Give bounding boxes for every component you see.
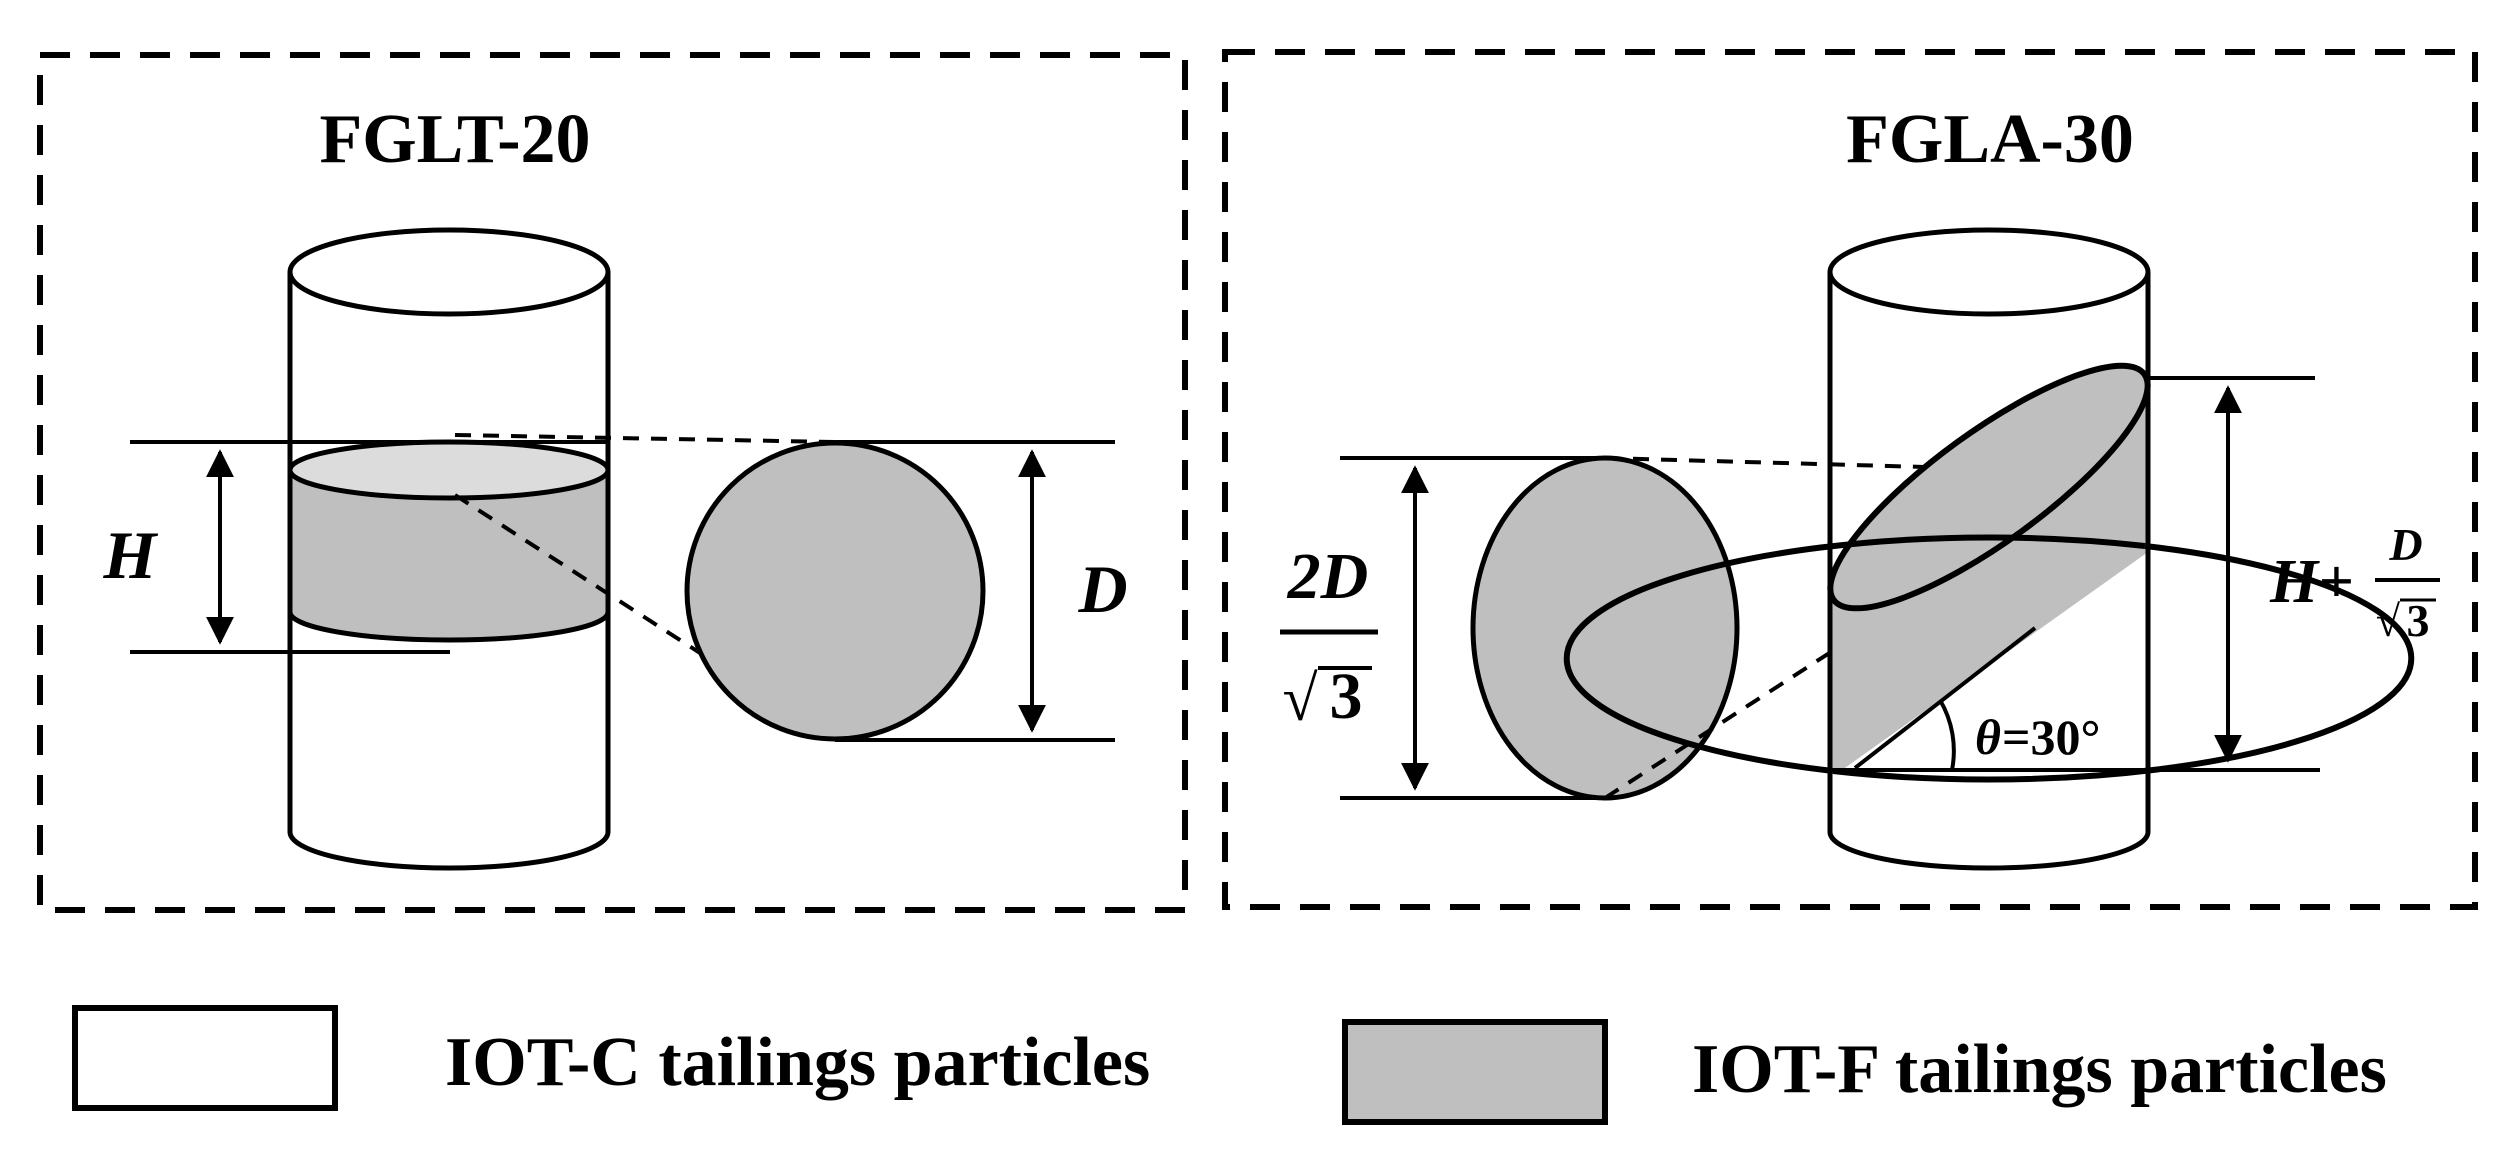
right-layer-bottom bbox=[1563, 534, 2146, 774]
right-layer-top bbox=[1827, 362, 2151, 612]
left-d-label: D bbox=[1077, 551, 1127, 627]
left-panel-frame bbox=[37, 52, 1188, 913]
left-cylinder-top bbox=[287, 227, 611, 317]
legend-swatch-white bbox=[72, 1005, 338, 1111]
right-left-dim-numerator: 2D bbox=[1287, 540, 1369, 613]
left-layer-top bbox=[287, 439, 611, 501]
right-right-dim-numerator: D bbox=[2388, 519, 2422, 570]
panel-fgla-30: FGLA-30 2D √ 3 bbox=[1222, 49, 2478, 910]
right-left-dimension: 2D √ 3 bbox=[1280, 456, 1605, 800]
legend-swatch-gray bbox=[1342, 1019, 1608, 1125]
left-cylinder bbox=[287, 227, 611, 871]
legend: IOT-C tailings particles IOT-F tailings … bbox=[72, 1005, 2387, 1125]
right-right-dim-root: √ bbox=[2376, 597, 2401, 646]
left-h-dimension: H bbox=[103, 440, 608, 654]
right-panel-title: FGLA-30 bbox=[1846, 101, 2134, 178]
legend-label-coarse: IOT-C tailings particles bbox=[445, 1024, 1150, 1101]
angle-annotation: θ =30° bbox=[1830, 626, 2320, 772]
right-right-dimension: H+ D √ 3 bbox=[2148, 376, 2440, 763]
left-h-label: H bbox=[103, 517, 159, 593]
right-cylinder bbox=[1563, 227, 2415, 871]
left-projection-top bbox=[454, 433, 836, 444]
legend-item-coarse: IOT-C tailings particles bbox=[72, 1005, 1150, 1111]
right-projection-top bbox=[1604, 456, 1961, 470]
right-left-dim-root: √ bbox=[1282, 663, 1318, 734]
legend-item-fine: IOT-F tailings particles bbox=[1342, 1019, 2387, 1125]
left-fine-layer bbox=[290, 470, 608, 640]
left-d-dimension: D bbox=[835, 440, 1128, 742]
right-panel-frame bbox=[1222, 49, 2478, 910]
left-cross-section bbox=[684, 440, 986, 742]
angle-value: =30° bbox=[2002, 709, 2101, 765]
right-right-dim-prefix: H+ bbox=[2269, 548, 2354, 616]
right-right-dim-denominator: 3 bbox=[2407, 595, 2430, 646]
left-panel-title: FGLT-20 bbox=[319, 101, 590, 178]
panel-fglt-20: FGLT-20 H bbox=[37, 52, 1188, 913]
right-left-dim-denominator: 3 bbox=[1330, 660, 1363, 733]
legend-label-fine: IOT-F tailings particles bbox=[1692, 1031, 2387, 1108]
right-cylinder-top bbox=[1827, 227, 2151, 317]
angle-symbol: θ bbox=[1975, 709, 2001, 765]
